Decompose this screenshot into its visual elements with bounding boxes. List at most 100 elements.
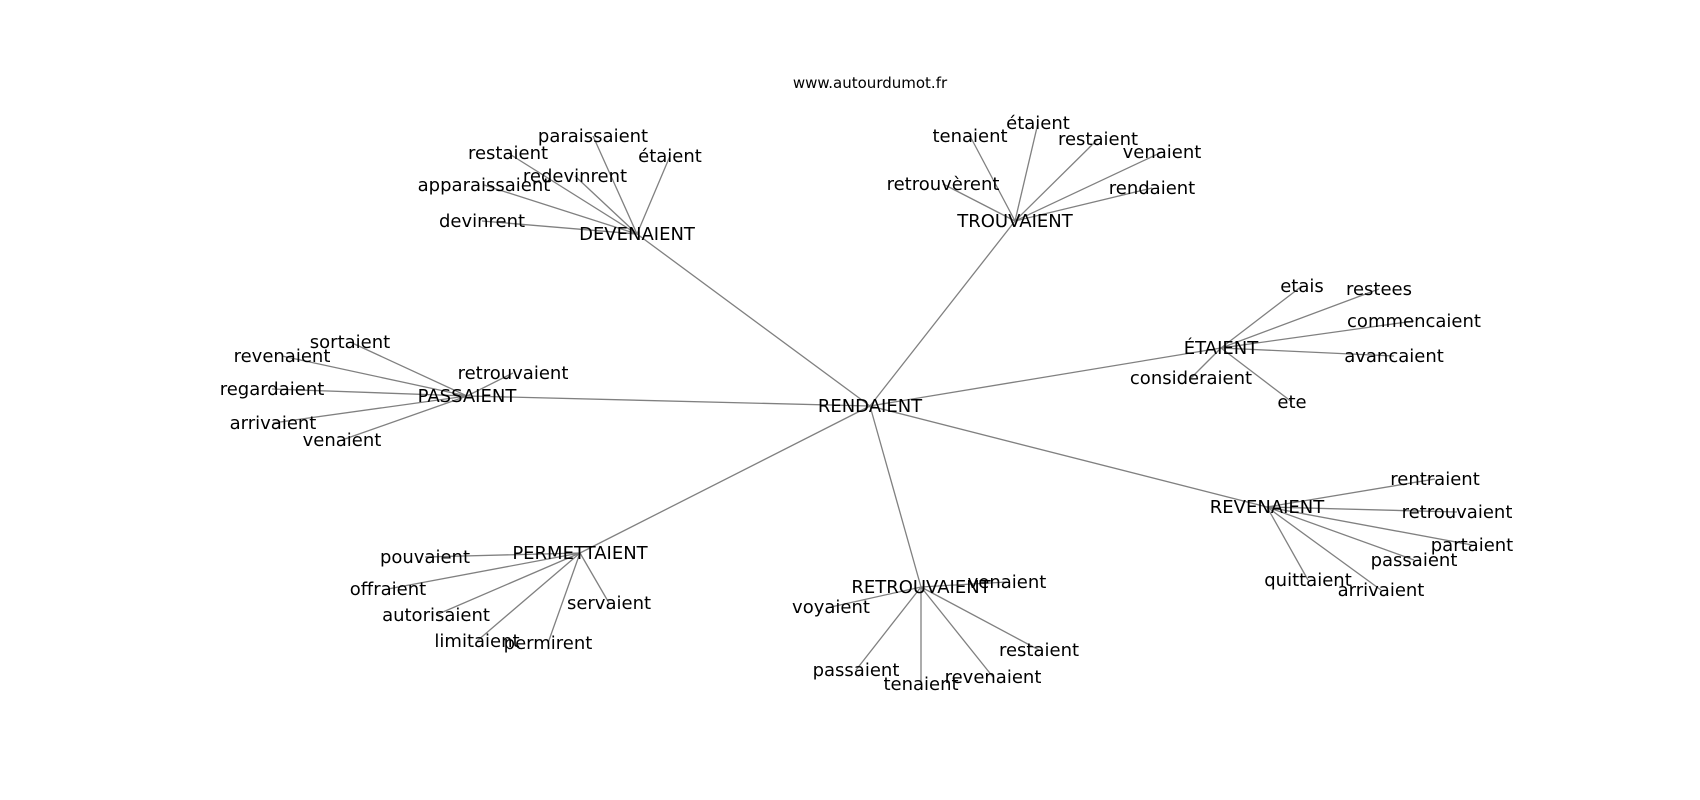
hub-word-edge bbox=[507, 152, 638, 235]
hub-word-edge bbox=[435, 552, 581, 616]
word-node: apparaissaient bbox=[418, 175, 551, 196]
hub-word-edge bbox=[272, 395, 468, 424]
hub-word-edge bbox=[1266, 506, 1415, 561]
root-word-node: RENDAIENT bbox=[818, 396, 923, 417]
word-node: devinrent bbox=[439, 211, 525, 232]
hub-word-edge bbox=[547, 552, 581, 644]
root-hub-edge bbox=[869, 405, 922, 588]
hub-word-edge bbox=[1014, 138, 1099, 222]
hub-word-edge bbox=[1266, 506, 1458, 513]
word-node: permirent bbox=[504, 633, 593, 654]
hub-word-edge bbox=[481, 220, 638, 235]
word-node: quittaient bbox=[1264, 570, 1352, 591]
hub-word-node: TROUVAIENT bbox=[956, 211, 1073, 232]
hub-word-edge bbox=[920, 581, 1008, 588]
word-node: venaient bbox=[968, 572, 1047, 593]
word-node: autorisaient bbox=[382, 605, 490, 626]
word-node: rendaient bbox=[1109, 178, 1195, 199]
hub-word-edge bbox=[1014, 122, 1039, 222]
hub-word-edge bbox=[855, 586, 922, 671]
hub-word-edge bbox=[424, 552, 581, 558]
word-node: étaient bbox=[1006, 113, 1070, 134]
hub-word-edge bbox=[1014, 187, 1153, 222]
word-node: restaient bbox=[1058, 129, 1138, 150]
hub-word-edge bbox=[636, 155, 671, 235]
hub-word-edge bbox=[942, 183, 1016, 222]
hub-word-edge bbox=[483, 184, 638, 235]
word-node: ete bbox=[1277, 392, 1306, 413]
word-node: redevinrent bbox=[523, 166, 627, 187]
word-node: arrivaient bbox=[1338, 580, 1425, 601]
word-node: etais bbox=[1280, 276, 1324, 297]
word-node: revenaient bbox=[234, 346, 331, 367]
hub-word-node: ÉTAIENT bbox=[1184, 337, 1259, 359]
hub-word-edge bbox=[574, 175, 638, 235]
word-node: limitaient bbox=[434, 631, 519, 652]
word-node: restaient bbox=[999, 640, 1079, 661]
word-node: commencaient bbox=[1347, 311, 1481, 332]
hub-word-node: PERMETTAIENT bbox=[512, 543, 648, 564]
hub-word-edge bbox=[1014, 151, 1163, 222]
word-node: consideraient bbox=[1130, 368, 1252, 389]
word-node: restaient bbox=[468, 143, 548, 164]
hub-word-node: REVENAIENT bbox=[1210, 497, 1325, 518]
word-node: paraissaient bbox=[538, 126, 648, 147]
word-node: venaient bbox=[1123, 142, 1202, 163]
hub-word-edge bbox=[969, 135, 1016, 222]
root-hub-edge bbox=[869, 405, 1268, 508]
word-node: retrouvaient bbox=[1402, 502, 1513, 523]
hub-word-edge bbox=[476, 552, 581, 642]
hub-word-node: DEVENAIENT bbox=[579, 224, 696, 245]
hub-word-edge bbox=[1220, 288, 1380, 349]
word-node: offraient bbox=[350, 579, 426, 600]
hub-word-edge bbox=[1220, 347, 1395, 357]
word-node: regardaient bbox=[220, 379, 325, 400]
hub-word-edge bbox=[1220, 347, 1293, 403]
site-url: www.autourdumot.fr bbox=[793, 74, 948, 92]
word-node: tenaient bbox=[932, 126, 1007, 147]
word-node: arrivaient bbox=[230, 413, 317, 434]
word-node: voyaient bbox=[792, 597, 870, 618]
word-node: retrouvèrent bbox=[887, 174, 1000, 195]
hub-word-edge bbox=[1220, 285, 1303, 349]
word-node: tenaient bbox=[883, 674, 958, 695]
word-node: retrouvaient bbox=[458, 363, 569, 384]
hub-word-edge bbox=[271, 388, 468, 397]
hub-word-edge bbox=[349, 341, 468, 397]
graph-edges bbox=[271, 122, 1473, 684]
hub-word-edge bbox=[1266, 506, 1382, 591]
hub-word-edge bbox=[1266, 506, 1473, 546]
word-node: pouvaient bbox=[380, 547, 470, 568]
root-hub-edge bbox=[636, 233, 871, 407]
word-node: restees bbox=[1346, 279, 1412, 300]
hub-word-edge bbox=[920, 586, 1040, 651]
hub-word-edge bbox=[920, 586, 994, 678]
word-node: revenaient bbox=[945, 667, 1042, 688]
word-node: étaient bbox=[638, 146, 702, 167]
word-node: servaient bbox=[567, 593, 651, 614]
hub-word-edge bbox=[592, 135, 638, 235]
hub-word-edge bbox=[1190, 347, 1222, 379]
hub-word-edge bbox=[387, 552, 581, 590]
graph-labels: RENDAIENTDEVENAIENTparaissaientrestaient… bbox=[220, 113, 1514, 695]
word-node: rentraient bbox=[1390, 469, 1480, 490]
hub-word-edge bbox=[341, 395, 468, 441]
hub-word-edge bbox=[1220, 320, 1415, 349]
word-node: venaient bbox=[303, 430, 382, 451]
root-hub-edge bbox=[869, 347, 1222, 407]
hub-word-edge bbox=[281, 355, 468, 397]
hub-word-node: RETROUVAIENT bbox=[851, 577, 991, 598]
hub-word-edge bbox=[1266, 506, 1309, 581]
word-node: passaient bbox=[1371, 550, 1458, 571]
word-node: passaient bbox=[813, 660, 900, 681]
hub-word-edge bbox=[466, 372, 514, 397]
root-hub-edge bbox=[579, 405, 871, 554]
hub-word-edge bbox=[579, 552, 610, 604]
root-hub-edge bbox=[869, 220, 1016, 407]
hub-word-edge bbox=[1266, 478, 1436, 508]
hub-word-node: PASSAIENT bbox=[418, 386, 518, 407]
word-node: sortaient bbox=[310, 332, 390, 353]
root-hub-edge bbox=[466, 395, 871, 407]
hub-word-edge bbox=[830, 586, 922, 608]
word-node: avancaient bbox=[1344, 346, 1444, 367]
